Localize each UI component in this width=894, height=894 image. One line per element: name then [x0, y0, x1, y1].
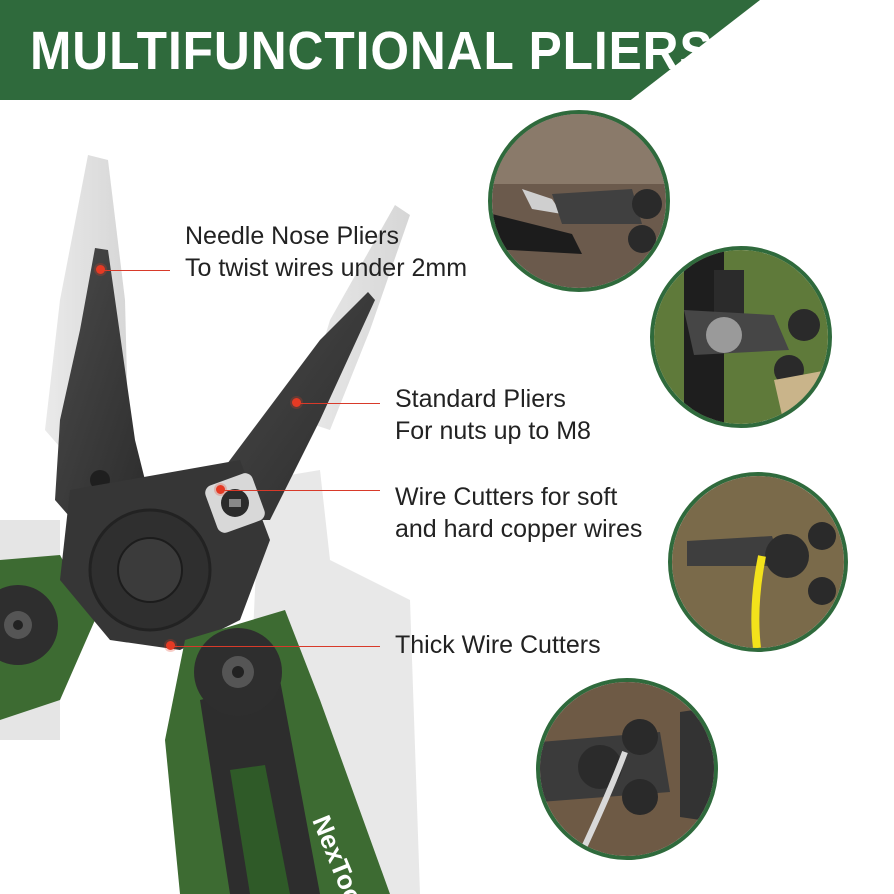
callout-dot-wire-cutter	[216, 485, 225, 494]
callout-thick-wire-cutters: Thick Wire Cutters	[395, 629, 601, 661]
callout-dot-needle	[96, 265, 105, 274]
callout-title: Wire Cutters for soft	[395, 483, 618, 511]
pliers-gripping-nut-photo	[650, 246, 832, 428]
callout-title: Standard Pliers	[395, 385, 566, 413]
callout-subtitle: To twist wires under 2mm	[185, 254, 468, 282]
pliers-twisting-wire-photo	[488, 110, 670, 292]
callout-wire-cutters: Wire Cutters for soft and hard copper wi…	[395, 481, 642, 545]
callout-needle-nose: Needle Nose Pliers To twist wires under …	[185, 220, 467, 284]
header-banner	[0, 0, 760, 100]
callout-title: Thick Wire Cutters	[395, 631, 601, 659]
callout-subtitle: For nuts up to M8	[395, 417, 591, 445]
callout-subtitle: and hard copper wires	[395, 515, 643, 543]
leader-line-thick-cutter	[172, 646, 380, 647]
pivot-body	[60, 460, 270, 650]
pliers-cutting-thick-wire-photo	[536, 678, 718, 860]
leader-line-needle	[102, 270, 170, 271]
callout-dot-standard	[292, 398, 301, 407]
leader-line-wire-cutter	[222, 490, 380, 491]
left-handle	[0, 555, 95, 720]
page-title: MULTIFUNCTIONAL PLIERS	[30, 21, 714, 81]
pliers-cutting-yellow-wire-photo	[668, 472, 848, 652]
callout-dot-thick-cutter	[166, 641, 175, 650]
leader-line-standard	[298, 403, 380, 404]
callout-standard: Standard Pliers For nuts up to M8	[395, 383, 591, 447]
right-handle	[165, 610, 390, 894]
callout-title: Needle Nose Pliers	[185, 222, 399, 250]
